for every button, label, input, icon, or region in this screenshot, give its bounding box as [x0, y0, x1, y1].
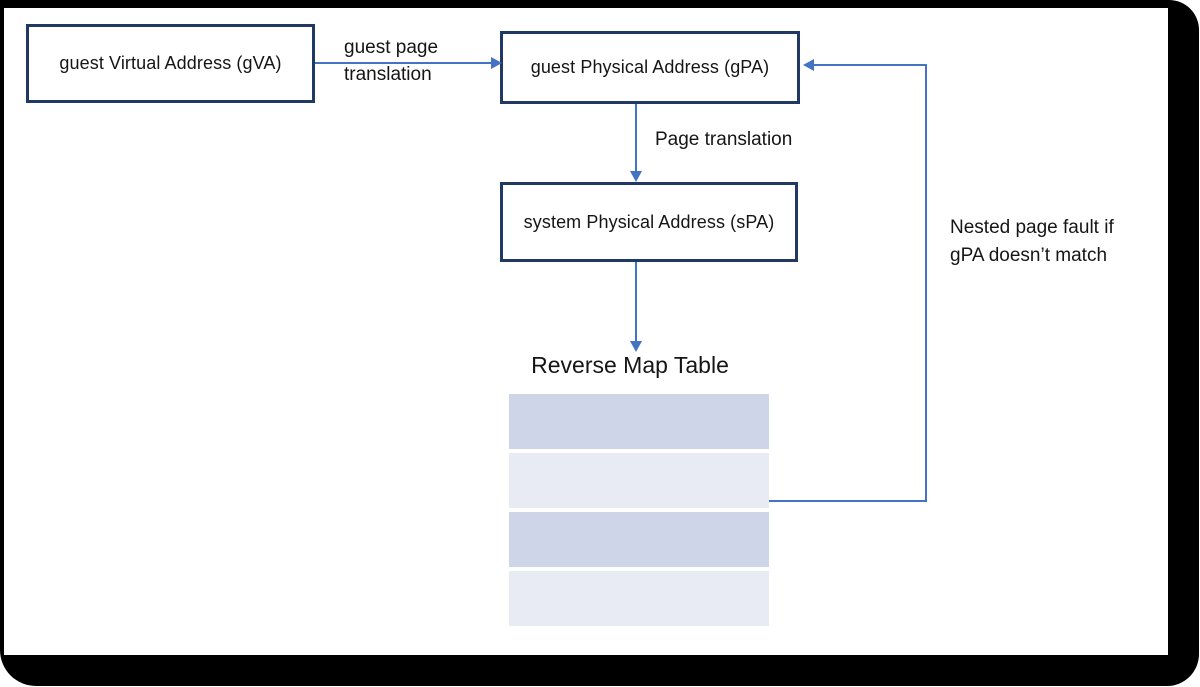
box-system-physical-address: system Physical Address (sPA) — [500, 182, 798, 262]
box-system-physical-address-label: system Physical Address (sPA) — [523, 211, 775, 232]
label-page-translation: Page translation — [655, 129, 793, 150]
label-guest-page-translation: guest page translation — [344, 37, 439, 85]
return-path-head-icon — [803, 59, 814, 71]
arrow-gpa-to-spa-line — [635, 104, 637, 173]
table-row — [509, 512, 769, 567]
label-nested-page-fault: Nested page fault if gPA doesn’t match — [950, 217, 1114, 266]
box-guest-virtual-address-label: guest Virtual Address (gVA) — [59, 53, 282, 73]
reverse-map-table-title: Reverse Map Table — [531, 352, 729, 378]
reverse-map-table — [509, 394, 769, 630]
box-guest-virtual-address: guest Virtual Address (gVA) — [26, 24, 315, 103]
table-row — [509, 394, 769, 449]
box-guest-physical-address: guest Physical Address (gPA) — [500, 31, 800, 104]
arrow-spa-to-table-head-icon — [630, 341, 642, 352]
return-path-bottom-segment — [769, 500, 927, 502]
table-row — [509, 571, 769, 626]
arrow-spa-to-table-line — [635, 262, 637, 343]
box-guest-physical-address-label: guest Physical Address (gPA) — [530, 57, 770, 77]
return-path-top-segment — [813, 64, 927, 66]
arrow-gva-to-gpa-head-icon — [491, 57, 502, 69]
table-row — [509, 453, 769, 508]
arrow-gpa-to-spa-head-icon — [630, 171, 642, 182]
return-path-vertical-segment — [925, 65, 927, 502]
arrow-gva-to-gpa-line — [315, 62, 493, 64]
